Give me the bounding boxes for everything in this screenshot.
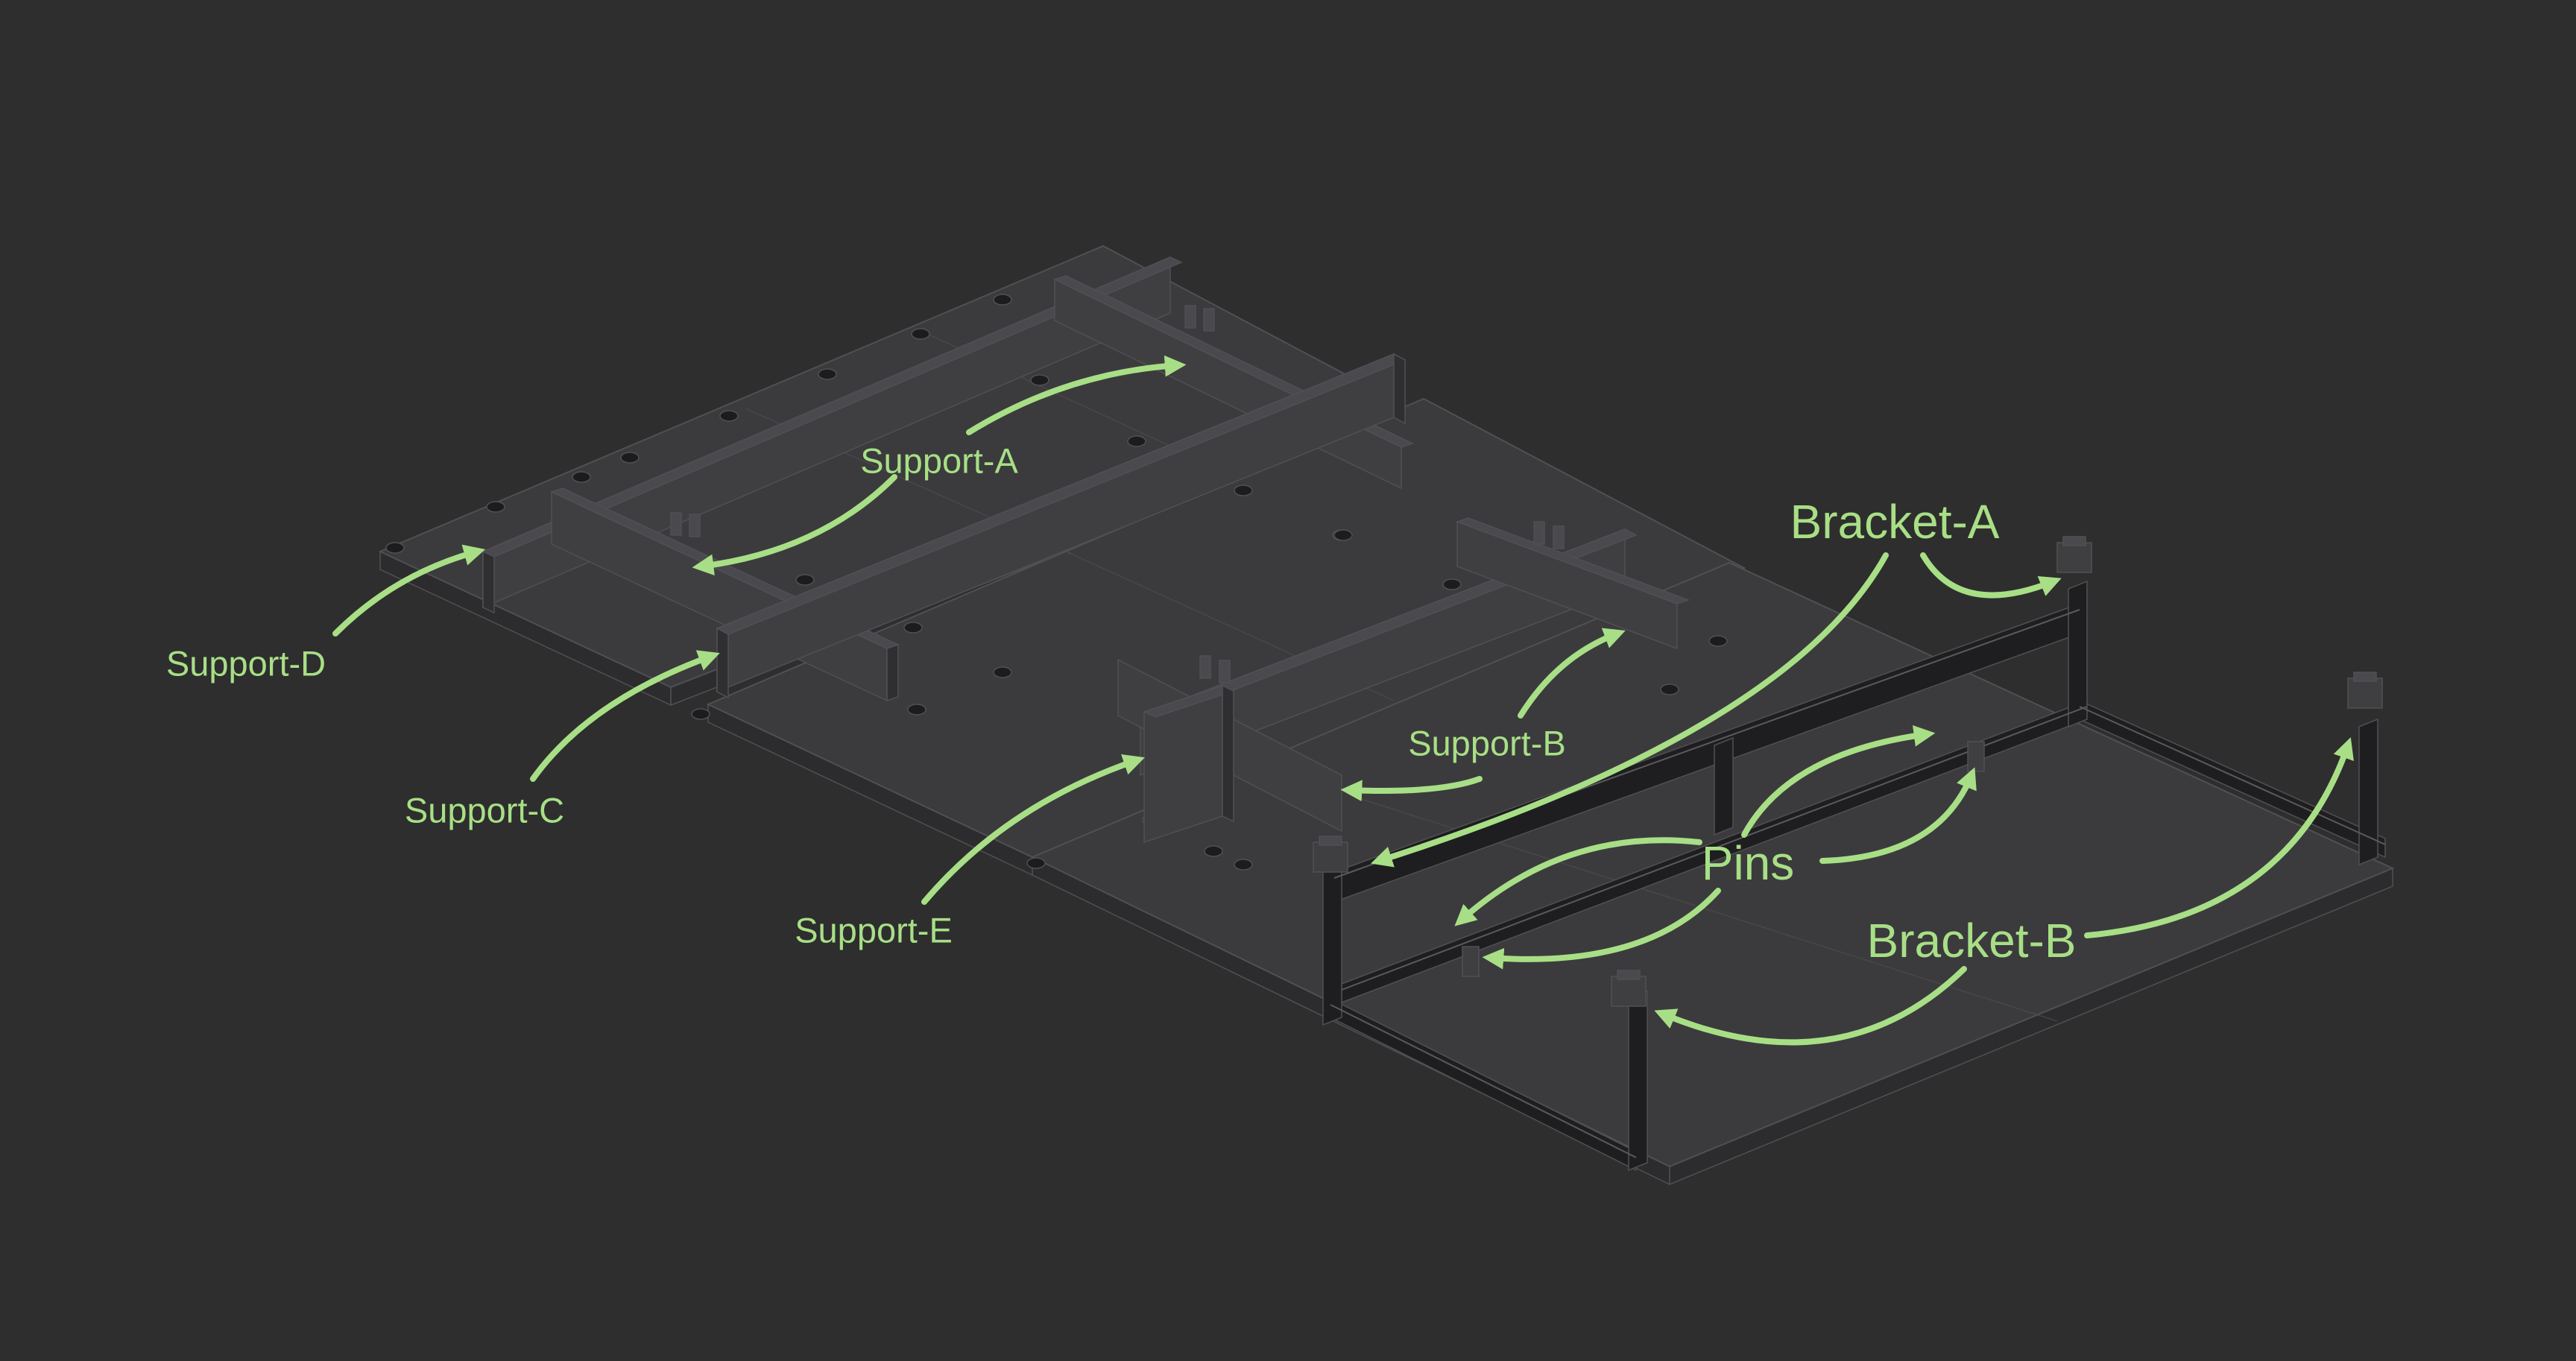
arrow-support-d [332,544,486,637]
label-bracket-b: Bracket-B [1866,914,2077,967]
support-c-part [716,353,1407,699]
arrow-pins-right [1819,767,1977,864]
support-d-part [482,256,1183,614]
arrow-pins-left [1454,837,1702,926]
label-support-c: Support-C [404,790,565,830]
label-support-b: Support-B [1408,723,1566,763]
arrow-pins-down [1482,888,1721,970]
supports [482,256,1690,844]
label-support-a: Support-A [860,440,1018,481]
support-b-part [1139,517,1690,777]
arrow-support-a-right [966,355,1187,435]
arrow-support-c [530,650,720,782]
arrow-bracket-a-right [1920,552,2062,599]
bracket-frame [1313,536,2386,1172]
arrow-support-e [921,754,1145,905]
arrow-pins-up [1741,725,1936,838]
arrow-bracket-b-left [1654,966,1967,1046]
arrow-bracket-a-left [1371,552,1889,868]
arrow-support-b-up [1518,628,1626,719]
support-e-part [1117,658,1342,844]
label-bracket-a: Bracket-A [1790,495,2000,549]
annotation-arrows [332,355,2354,1046]
arrow-bracket-b-right [2084,737,2354,938]
arrow-support-a-left [692,474,897,576]
label-support-d: Support-D [165,643,326,683]
arrow-support-b-left [1340,776,1483,802]
label-support-e: Support-E [795,910,953,950]
label-pins: Pins [1701,836,1795,890]
